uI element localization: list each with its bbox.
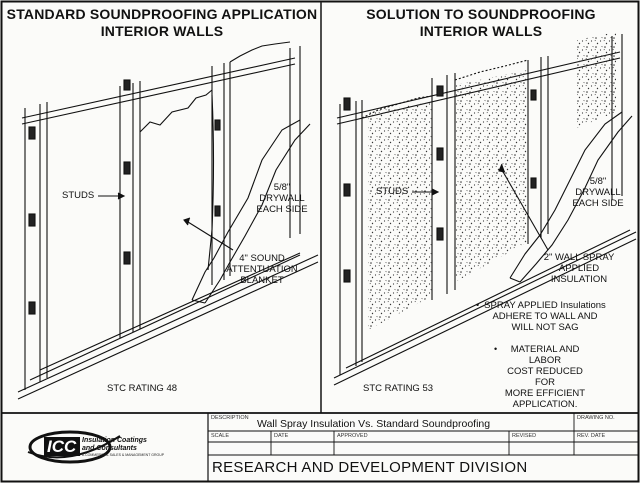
left-title-line2: INTERIOR WALLS xyxy=(100,23,224,39)
bullet2-line4: APPLICATION. xyxy=(512,399,578,410)
left-title: STANDARD SOUNDPROOFING APPLICATION INTER… xyxy=(6,6,318,40)
right-drywall-line1: 5/8" xyxy=(589,176,607,187)
left-stc-rating: STC RATING 48 xyxy=(107,383,178,394)
right-bullet-1: SPRAY APPLIED Insulations ADHERE TO WALL… xyxy=(480,300,610,333)
right-title: SOLUTION TO SOUNDPROOFING INTERIOR WALLS xyxy=(326,6,636,40)
right-spray-line1: 2" WALL SPRAY xyxy=(543,252,615,263)
left-blanket-line2: ATTENTUATION xyxy=(226,264,298,275)
left-wall-drawing xyxy=(17,41,319,400)
left-title-line1: STANDARD SOUNDPROOFING APPLICATION xyxy=(6,6,318,22)
left-drywall-line3: EACH SIDE xyxy=(256,204,308,215)
left-blanket-line1: 4" SOUND xyxy=(239,253,285,264)
bullet1-line1: SPRAY APPLIED Insulations xyxy=(484,300,606,311)
revised-label: REVISED xyxy=(512,433,537,439)
right-stc-rating: STC RATING 53 xyxy=(363,383,434,394)
bullet-dot-1: • xyxy=(476,300,480,310)
drawing-description: Wall Spray Insulation Vs. Standard Sound… xyxy=(257,418,491,430)
left-blanket-line3: BLANKET xyxy=(240,275,284,286)
right-spray-label: 2" WALL SPRAY APPLIED INSULATION xyxy=(538,252,620,285)
bullet2-line3: MORE EFFICIENT xyxy=(504,388,586,399)
left-studs-label: STUDS xyxy=(62,190,95,201)
right-wall-drawing xyxy=(333,32,637,386)
left-drywall-label: 5/8" DRYWALL EACH SIDE xyxy=(252,182,312,215)
description-label: DESCRIPTION xyxy=(211,415,249,421)
logo-tagline: A COMMERCIAL SALES & MANAGEMENT GROUP xyxy=(82,453,165,457)
right-spray-line2: APPLIED xyxy=(558,263,600,274)
right-drywall-label: 5/8" DRYWALL EACH SIDE xyxy=(566,176,630,209)
bullet1-line2: ADHERE TO WALL AND xyxy=(492,311,598,322)
right-bullet-2: MATERIAL AND LABOR COST REDUCED FOR MORE… xyxy=(498,344,592,410)
logo-acronym: ICC xyxy=(47,437,77,456)
bullet-dot-2: • xyxy=(494,344,498,354)
right-drywall-line2: DRYWALL xyxy=(575,187,621,198)
rev-date-label: REV. DATE xyxy=(577,433,606,439)
bullet2-line1: MATERIAL AND LABOR xyxy=(510,344,580,366)
right-drywall-line3: EACH SIDE xyxy=(572,198,624,209)
title-block-grid xyxy=(2,412,638,482)
left-drywall-line2: DRYWALL xyxy=(259,193,305,204)
bullet1-line3: WILL NOT SAG xyxy=(511,322,579,333)
right-spray-line3: INSULATION xyxy=(550,274,608,285)
right-title-line1: SOLUTION TO SOUNDPROOFING xyxy=(366,6,596,22)
scale-label: SCALE xyxy=(211,433,230,439)
drawing-no-label: DRAWING NO. xyxy=(577,415,615,421)
left-drywall-line1: 5/8" xyxy=(273,182,291,193)
logo-line2: and Consultants xyxy=(82,445,137,452)
division-name: RESEARCH AND DEVELOPMENT DIVISION xyxy=(212,459,528,476)
right-studs-label: STUDS xyxy=(376,186,409,197)
left-blanket-label: 4" SOUND ATTENTUATION BLANKET xyxy=(222,253,302,286)
right-title-line2: INTERIOR WALLS xyxy=(419,23,543,39)
bullet2-line2: COST REDUCED FOR xyxy=(507,366,583,388)
approved-label: APPROVED xyxy=(337,433,368,439)
logo-line1: Insulation Coatings xyxy=(82,437,147,444)
icc-logo-graphic xyxy=(27,430,121,464)
date-label: DATE xyxy=(274,433,289,439)
